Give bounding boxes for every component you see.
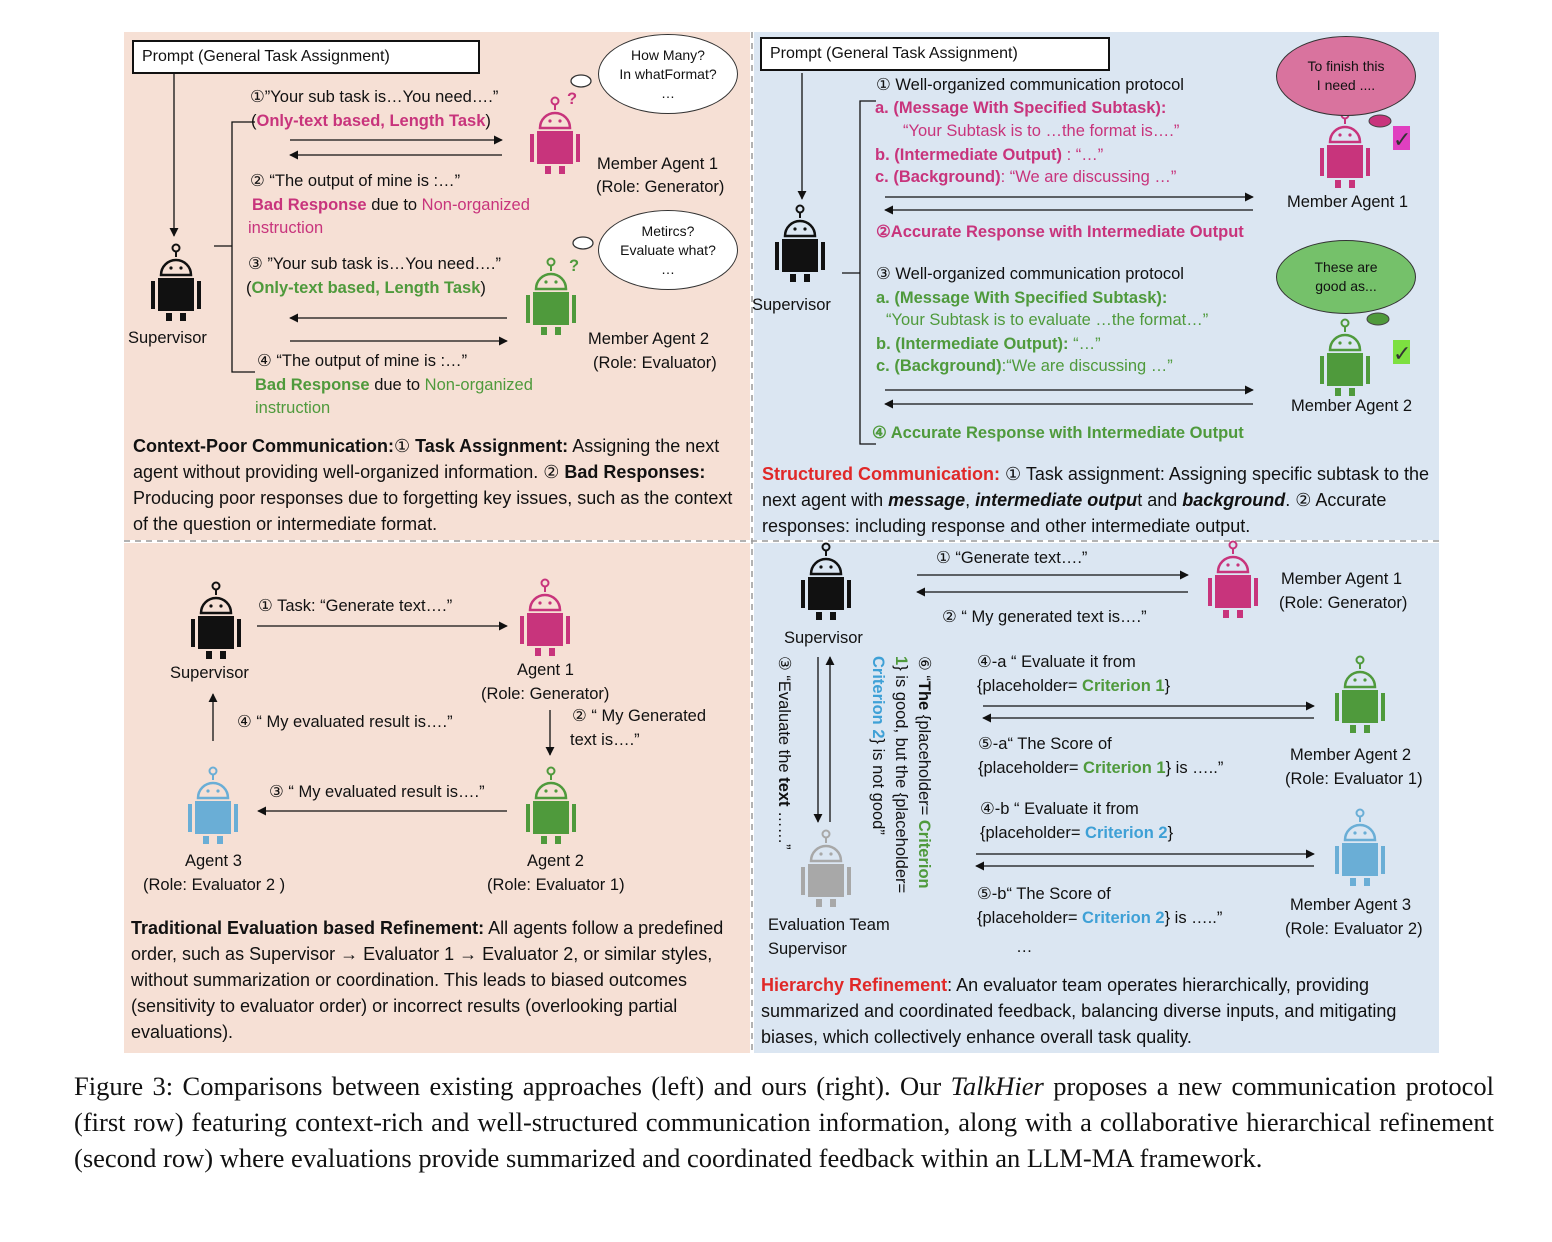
- bl-agent1-label: Agent 1: [517, 661, 574, 679]
- br-msg5a: ⑤-a“ The Score of: [978, 735, 1112, 753]
- br-agent2-label: Member Agent 2: [1290, 746, 1412, 764]
- tr-prompt-box: Prompt (General Task Assignment): [760, 37, 1110, 71]
- tl-step2-detail: Bad Response due to Non-organized: [252, 196, 530, 214]
- br-msg5a-detail: {placeholder= Criterion 1} is …..”: [978, 759, 1224, 777]
- br-agent3-role: (Role: Evaluator 2): [1285, 920, 1423, 938]
- tl-step3-detail: (Only-text based, Length Task): [246, 279, 486, 297]
- bl-agent3-label: Agent 3: [185, 852, 242, 870]
- tr-protocol-1: ① Well-organized communication protocol: [876, 76, 1184, 94]
- tr-message-1-quote: “Your Subtask is to …the format is….”: [903, 122, 1180, 140]
- br-vertical-msg6-line3: Criterion 2} is not good”: [869, 656, 887, 835]
- tl-agent2-label: Member Agent 2: [588, 330, 710, 348]
- bl-edge3: ③ “ My evaluated result is….”: [269, 783, 485, 801]
- tl-agent1-role: (Role: Generator): [596, 178, 725, 196]
- tr-protocol-3: ③ Well-organized communication protocol: [876, 265, 1184, 283]
- tr-background-3: c. (Background):“We are discussing …”: [876, 357, 1173, 375]
- check-icon: [1393, 126, 1410, 150]
- tr-intermediate-3: b. (Intermediate Output): “…”: [876, 335, 1101, 353]
- br-msg5b-detail: {placeholder= Criterion 2} is …..”: [977, 909, 1223, 927]
- tr-response-4: ④ Accurate Response with Intermediate Ou…: [872, 424, 1244, 442]
- bl-summary: Traditional Evaluation based Refinement:…: [131, 918, 724, 1042]
- bl-agent1-role: (Role: Generator): [481, 685, 610, 703]
- tl-agent2-role: (Role: Evaluator): [593, 354, 717, 372]
- tl-step4-detail: Bad Response due to Non-organized: [255, 376, 533, 394]
- tl-step2: ② “The output of mine is :…”: [250, 172, 461, 190]
- tr-background-1: c. (Background): “We are discussing …”: [875, 168, 1177, 186]
- tl-step4: ④ “The output of mine is :…”: [257, 352, 468, 370]
- br-agent2-role: (Role: Evaluator 1): [1285, 770, 1423, 788]
- svg-text:✓: ✓: [1393, 342, 1411, 367]
- tr-agent2-label: Member Agent 2: [1291, 397, 1413, 415]
- br-supervisor-label: Supervisor: [784, 629, 863, 647]
- tl-bubble-agent1: How Many?In whatFormat?…: [598, 34, 738, 114]
- tl-step1: ①”Your sub task is…You need….”: [250, 88, 499, 106]
- br-eval-supervisor-line1: Evaluation Team: [768, 916, 890, 934]
- tl-prompt-box: Prompt (General Task Assignment): [132, 40, 480, 74]
- br-msg4b: ④-b “ Evaluate it from: [980, 800, 1139, 818]
- tl-step3: ③ ”Your sub task is…You need….”: [248, 255, 501, 273]
- br-msg4a: ④-a “ Evaluate it from: [977, 653, 1136, 671]
- tl-question-2: ?: [569, 257, 580, 275]
- bl-edge2-line2: text is….”: [570, 731, 640, 749]
- bl-edge4: ④ “ My evaluated result is….”: [237, 713, 453, 731]
- br-agent1-role: (Role: Generator): [1279, 594, 1408, 612]
- figure-caption: Figure 3: Comparisons between existing a…: [74, 1071, 1494, 1173]
- bl-agent2-role: (Role: Evaluator 1): [487, 876, 625, 894]
- tr-supervisor-label: Supervisor: [752, 296, 831, 314]
- br-msg4a-detail: {placeholder= Criterion 1}: [977, 677, 1171, 695]
- tr-intermediate-1: b. (Intermediate Output) : “…”: [875, 146, 1104, 164]
- tl-step4-instruction: instruction: [255, 399, 331, 417]
- br-msg4b-detail: {placeholder= Criterion 2}: [980, 824, 1174, 842]
- tr-agent1-label: Member Agent 1: [1287, 193, 1409, 211]
- tr-message-1: a. (Message With Specified Subtask):: [875, 99, 1167, 117]
- tl-bubble-agent2: Metircs?Evaluate what?…: [598, 210, 738, 290]
- br-vertical-msg6-line2: 1} is good, but the {placeholder=: [892, 656, 910, 894]
- br-eval-supervisor-line2: Supervisor: [768, 940, 847, 958]
- tl-summary: Context-Poor Communication:① Task Assign…: [133, 436, 733, 534]
- tl-supervisor-label: Supervisor: [128, 329, 207, 347]
- bl-agent2-label: Agent 2: [527, 852, 584, 870]
- br-summary: Hierarchy Refinement: An evaluator team …: [761, 975, 1397, 1047]
- tl-question-1: ?: [567, 90, 578, 108]
- bl-edge2-line1: ② “ My Generated: [572, 707, 707, 725]
- br-vertical-msg6-line1: ⑥ “The {placeholder= Criterion: [915, 656, 933, 889]
- br-msg5b: ⑤-b“ The Score of: [977, 885, 1111, 903]
- br-ellipsis: …: [1016, 938, 1033, 956]
- br-msg2: ② “ My generated text is….”: [942, 608, 1147, 626]
- tl-step2-instruction: instruction: [248, 219, 324, 237]
- tr-response-2: ②Accurate Response with Intermediate Out…: [876, 223, 1244, 241]
- tr-message-3-quote: “Your Subtask is to evaluate …the format…: [886, 311, 1209, 329]
- tl-step1-detail: (Only-text based, Length Task): [251, 112, 491, 130]
- bl-supervisor-label: Supervisor: [170, 664, 249, 682]
- br-agent3-label: Member Agent 3: [1290, 896, 1412, 914]
- tr-summary: Structured Communication: ① Task assignm…: [762, 464, 1430, 536]
- bl-agent3-role: (Role: Evaluator 2 ): [143, 876, 286, 894]
- bl-edge1: ① Task: “Generate text….”: [258, 597, 453, 615]
- panel-bottom-right: [754, 543, 1439, 1053]
- tl-agent1-label: Member Agent 1: [597, 155, 719, 173]
- svg-text:✓: ✓: [1393, 128, 1411, 153]
- br-vertical-msg3: ③ “Evaluate the text ……”: [775, 656, 793, 850]
- br-agent1-label: Member Agent 1: [1281, 570, 1403, 588]
- br-msg1: ① “Generate text….”: [936, 549, 1088, 567]
- tr-message-3: a. (Message With Specified Subtask):: [876, 289, 1168, 307]
